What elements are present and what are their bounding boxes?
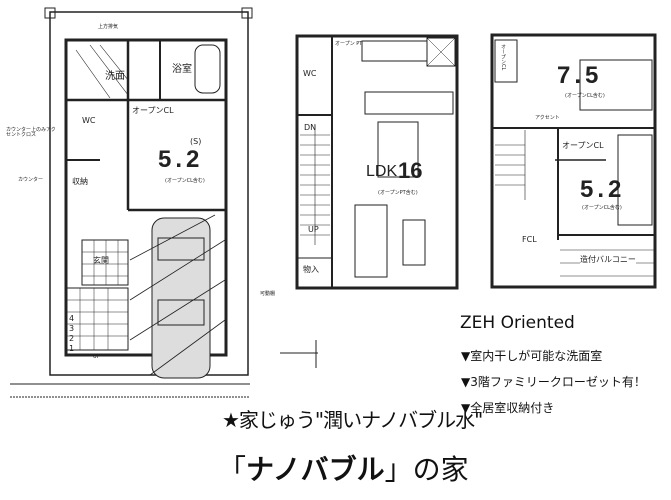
ldk-size: 16 (398, 158, 423, 183)
slogan-line1: ★家じゅう"潤いナノバブル水" (222, 408, 483, 432)
exhaust-label: 上方排気 (98, 24, 119, 30)
step-2: 2 (69, 334, 75, 343)
ldk-note: (オープンPT含む) (378, 190, 418, 196)
feature-item: ▼室内干しが可能な洗面室 (461, 349, 603, 363)
nanobubble-text: ナノバブル (246, 453, 385, 486)
slogan-line2: 「ナノバブル」の家 (218, 448, 469, 488)
counter-label: カウンター (18, 177, 44, 183)
storage-label-floor2: 物入 (303, 265, 319, 274)
wc-label-floor2: WC (303, 69, 317, 78)
step-4: 4 (69, 314, 75, 323)
room-size-7-5: 7.5 (557, 62, 603, 89)
floor1-plan (10, 7, 318, 398)
feature-item: ▼3階ファミリークローゼット有！ (461, 375, 646, 389)
room-size-floor1: 5.2 (158, 146, 204, 173)
open-pt-label: オープン PT (335, 41, 363, 47)
room-tag: (S) (190, 137, 202, 146)
wc-label: WC (82, 116, 96, 125)
washroom-label: 洗面 (105, 71, 125, 82)
room-note-floor1: (オープンCL含む) (165, 178, 205, 184)
entrance-label: 玄関 (93, 256, 109, 265)
up-label-floor2: UP (308, 225, 319, 234)
step-3: 3 (69, 324, 75, 333)
accent-label: アクセント (535, 115, 560, 121)
fcl-label: FCL (522, 235, 537, 244)
dn-label: DN (304, 123, 317, 132)
balcony-label: 造付バルコニー (580, 255, 636, 264)
bracket-open: 「 (218, 453, 247, 486)
shelf-label: 可動棚 (260, 291, 276, 297)
accent-note: カウンター上のみアクセントクロス (6, 127, 56, 138)
open-closet-label-floor3: オープンCL (562, 141, 604, 150)
room1-note: (オープンCL含む) (565, 93, 605, 99)
room2-note: (オープンCL含む) (582, 205, 622, 211)
open-closet-vertical: オープンCL (500, 44, 506, 71)
bath-label: 浴室 (172, 64, 192, 75)
storage-label: 収納 (72, 177, 88, 186)
floor2-plan (295, 34, 459, 290)
slogan-suffix: 」の家 (384, 453, 469, 486)
step-1: 1 (69, 344, 75, 353)
open-closet-label: オープンCL (132, 106, 174, 115)
feature-item: ▼全居室収納付き (461, 401, 555, 415)
up-label-floor1: UP (93, 354, 100, 360)
zeh-title: ZEH Oriented (460, 313, 575, 333)
room-size-5-2-floor3: 5.2 (580, 176, 626, 203)
ldk-label: LDK (366, 163, 398, 180)
